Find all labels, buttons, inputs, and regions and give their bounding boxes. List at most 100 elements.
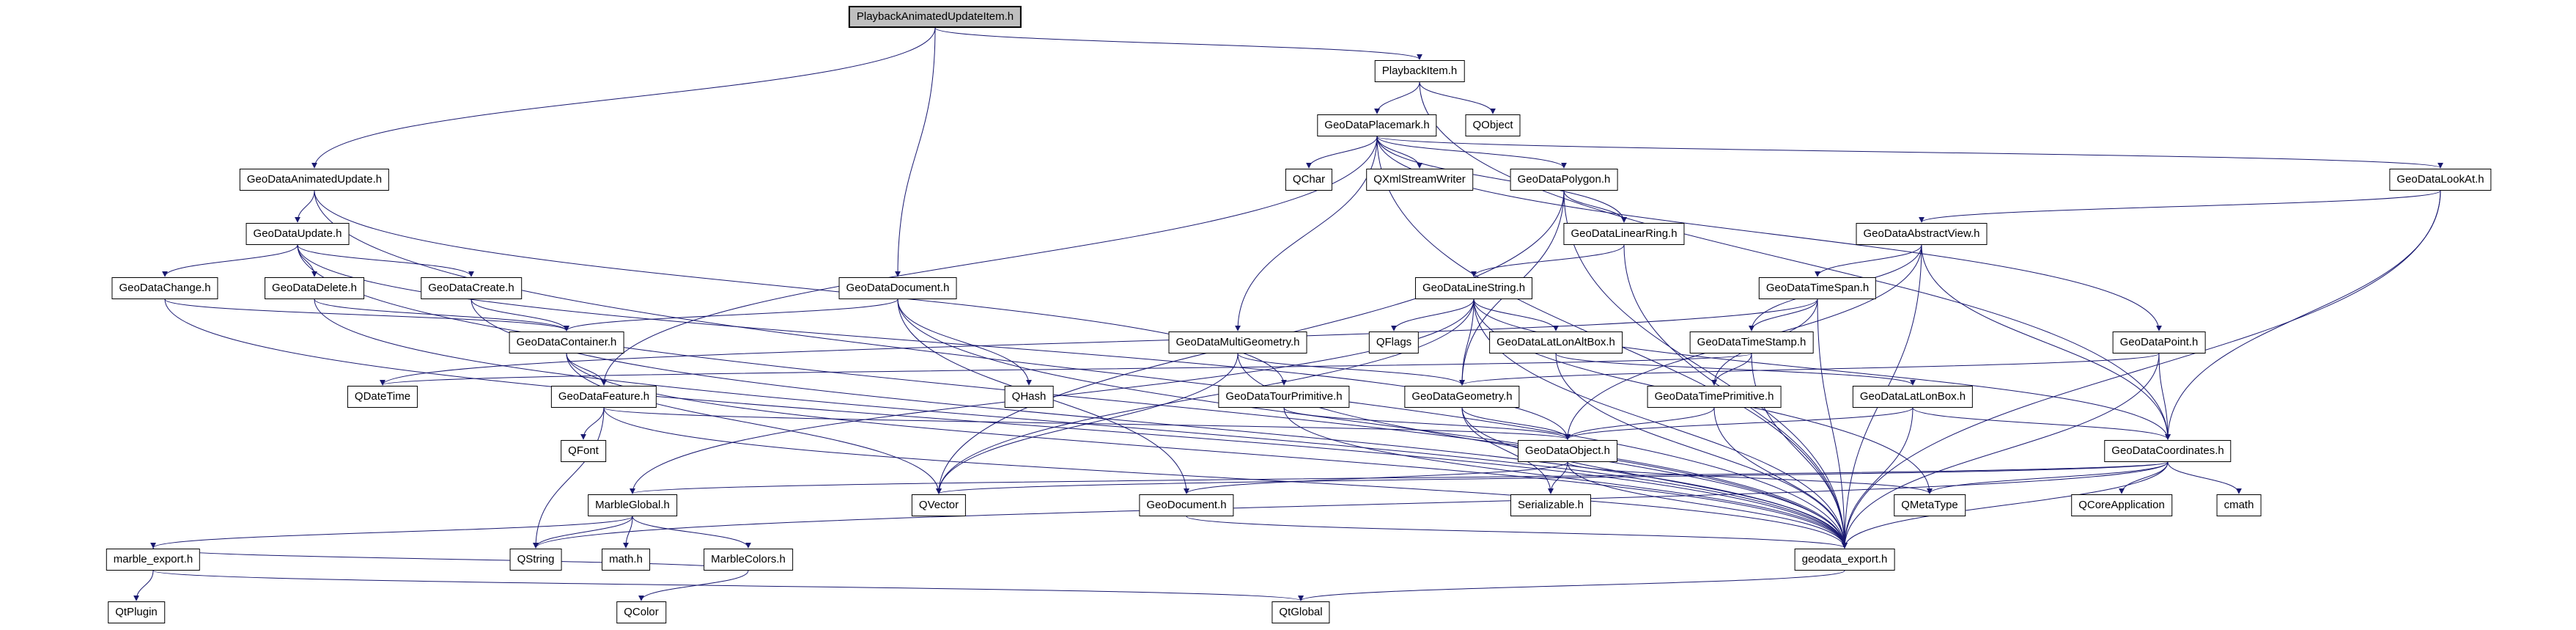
graph-node-qtglobal[interactable]: QtGlobal [1272,601,1330,623]
graph-node-geodatalinestring-h[interactable]: GeoDataLineString.h [1414,277,1533,299]
graph-node-qchar[interactable]: QChar [1285,169,1333,191]
graph-edge [1376,136,1422,169]
graph-node-marble-export-h[interactable]: marble_export.h [106,549,201,571]
graph-node-geodataplacemark-h[interactable]: GeoDataPlacemark.h [1317,114,1437,136]
graph-edge [1459,298,1475,386]
graph-edge [1391,298,1475,332]
graph-node-qdatetime[interactable]: QDateTime [347,386,418,408]
graph-node-marbleglobal-h[interactable]: MarbleGlobal.h [588,494,677,516]
graph-node-geodatapoint-h[interactable]: GeoDataPoint.h [2112,332,2206,354]
graph-node-geodatapolygon-h[interactable]: GeoDataPolygon.h [1510,169,1618,191]
graph-edge [133,570,154,601]
graph-node-geodataobject-h[interactable]: GeoDataObject.h [1518,440,1617,462]
graph-edge [150,516,633,549]
graph-node-qcoreapplication[interactable]: QCoreApplication [2071,494,2172,516]
graph-edge [164,298,1848,549]
graph-node-geodatalinearring-h[interactable]: GeoDataLinearRing.h [1563,223,1685,245]
graph-node-geodatacoordinates-h[interactable]: GeoDataCoordinates.h [2104,440,2232,462]
graph-edge [164,298,569,332]
graph-node-playbackitem-h[interactable]: PlaybackItem.h [1374,60,1465,82]
graph-edge [1461,407,1571,440]
graph-edge [1563,190,1627,223]
graph-node-qstring[interactable]: QString [509,549,562,571]
graph-node-geodatalookat-h[interactable]: GeoDataLookAt.h [2389,169,2492,191]
graph-edge [1842,407,1913,549]
graph-edge [150,547,749,571]
graph-edge [1567,461,1848,549]
graph-node-geodataanimatedupdate-h[interactable]: GeoDataAnimatedUpdate.h [239,169,390,191]
graph-node-qobject[interactable]: QObject [1465,114,1521,136]
graph-edge [1817,298,1848,549]
graph-edge [1186,516,1848,549]
graph-node-qvector[interactable]: QVector [911,494,967,516]
graph-node-qhash[interactable]: QHash [1004,386,1054,408]
graph-edge [1842,353,2160,549]
graph-edge [934,27,1422,60]
graph-edge [1237,353,1465,386]
graph-edge [1376,136,2162,332]
graph-node-geodataabstractview-h[interactable]: GeoDataAbstractView.h [1856,223,1988,245]
graph-edge [162,244,298,277]
graph-edge [1374,81,1420,114]
graph-edge [1283,407,1571,440]
graph-edge [1376,136,2443,169]
graph-node-geodatageometry-h[interactable]: GeoDataGeometry.h [1404,386,1520,408]
graph-node-serializable-h[interactable]: Serializable.h [1510,494,1592,516]
graph-node-marblecolors-h[interactable]: MarbleColors.h [704,549,793,571]
graph-node-geodatafeature-h[interactable]: GeoDataFeature.h [550,386,657,408]
graph-edge [1459,353,2160,386]
graph-node-geodatalatlonaltbox-h[interactable]: GeoDataLatLonAltBox.h [1489,332,1623,354]
graph-edge [2167,461,2242,494]
graph-edge [1471,244,1625,277]
graph-edge [1565,407,1715,440]
graph-edge [603,407,1848,549]
graph-node-math-h[interactable]: math.h [602,549,650,571]
graph-edge [2158,353,2171,440]
graph-node-qmetatype[interactable]: QMetaType [1894,494,1966,516]
graph-node-playbackanimatedupdateitem-h[interactable]: PlaybackAnimatedUpdateItem.h [848,6,1022,28]
graph-edge [1461,407,1848,549]
graph-node-qcolor[interactable]: QColor [616,601,666,623]
graph-node-geodocument-h[interactable]: GeoDocument.h [1139,494,1234,516]
graph-edge [897,298,1032,386]
graph-edge [1235,136,1378,332]
graph-node-geodatacontainer-h[interactable]: GeoDataContainer.h [509,332,624,354]
graph-edge [1751,353,1848,549]
graph-node-geodatatimespan-h[interactable]: GeoDataTimeSpan.h [1758,277,1877,299]
graph-node-geodata-export-h[interactable]: geodata_export.h [1794,549,1895,571]
graph-node-qfont[interactable]: QFont [561,440,606,462]
graph-node-geodatacreate-h[interactable]: GeoDataCreate.h [421,277,522,299]
graph-edge [1419,81,2171,440]
graph-node-geodatadelete-h[interactable]: GeoDataDelete.h [265,277,364,299]
graph-node-geodatadocument-h[interactable]: GeoDataDocument.h [838,277,957,299]
graph-node-qtplugin[interactable]: QtPlugin [108,601,165,623]
graph-node-geodatalatlonbox-h[interactable]: GeoDataLatLonBox.h [1852,386,1974,408]
graph-node-geodatachange-h[interactable]: GeoDataChange.h [111,277,218,299]
graph-node-qflags[interactable]: QFlags [1368,332,1420,354]
graph-edge [2165,190,2441,440]
graph-node-geodatatimeprimitive-h[interactable]: GeoDataTimePrimitive.h [1647,386,1782,408]
graph-node-qxmlstreamwriter[interactable]: QXmlStreamWriter [1366,169,1473,191]
graph-node-geodatamultigeometry-h[interactable]: GeoDataMultiGeometry.h [1168,332,1307,354]
graph-edge [1919,190,2441,223]
graph-edge [297,244,317,277]
graph-edge [1473,298,1559,332]
graph-node-geodataupdate-h[interactable]: GeoDataUpdate.h [246,223,350,245]
graph-edge [1912,407,2171,440]
graph-edge [297,244,1848,549]
graph-edge [1927,461,2169,494]
graph-edge [1306,136,1378,169]
graph-node-cmath[interactable]: cmath [2216,494,2262,516]
graph-edge [470,298,569,332]
graph-node-geodatatimestamp-h[interactable]: GeoDataTimeStamp.h [1689,332,1814,354]
graph-edge [533,461,2169,549]
graph-edge [632,516,751,549]
graph-edge [1842,190,2441,549]
graph-edge [1563,190,1848,549]
graph-node-geodatatourprimitive-h[interactable]: GeoDataTourPrimitive.h [1218,386,1350,408]
graph-edge [533,516,633,549]
graph-edge [566,353,607,386]
graph-edge [630,461,2169,494]
